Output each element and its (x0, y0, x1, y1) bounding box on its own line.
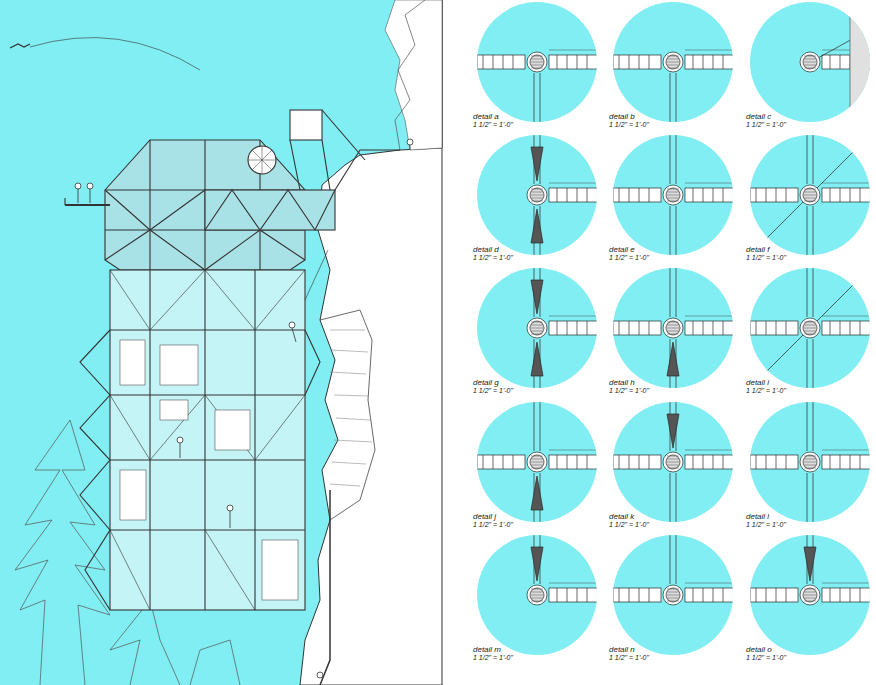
drawing-scale: 1 1/2" = 1'-0" (609, 254, 649, 261)
drawing-scale: 1 1/2" = 1'-0" (473, 254, 513, 261)
detail-callout: detail e1 1/2" = 1'-0" (609, 133, 737, 269)
drawing-scale: 1 1/2" = 1'-0" (473, 654, 513, 661)
detail-name: detail o (746, 645, 772, 654)
detail-callout: detail a1 1/2" = 1'-0" (473, 0, 601, 136)
detail-callout: detail m1 1/2" = 1'-0" (473, 533, 601, 669)
detail-name: detail a (473, 112, 499, 121)
detail-callout: detail l1 1/2" = 1'-0" (746, 400, 874, 536)
drawing-scale: 1 1/2" = 1'-0" (473, 521, 513, 528)
detail-name: detail m (473, 645, 501, 654)
detail-name: detail i (746, 378, 769, 387)
drawing-scale: 1 1/2" = 1'-0" (746, 521, 786, 528)
detail-callout: detail g1 1/2" = 1'-0" (473, 266, 601, 402)
drawing-scale: 1 1/2" = 1'-0" (746, 254, 786, 261)
detail-name: detail n (609, 645, 635, 654)
drawing-scale: 1 1/2" = 1'-0" (746, 121, 786, 128)
detail-name: detail d (473, 245, 499, 254)
drawing-scale: 1 1/2" = 1'-0" (609, 521, 649, 528)
detail-callout: detail n1 1/2" = 1'-0" (609, 533, 737, 669)
detail-name: detail c (746, 112, 771, 121)
drawing-scale: 1 1/2" = 1'-0" (746, 387, 786, 394)
detail-callout: detail j1 1/2" = 1'-0" (473, 400, 601, 536)
detail-name: detail h (609, 378, 635, 387)
detail-callout: detail k1 1/2" = 1'-0" (609, 400, 737, 536)
detail-name: detail k (609, 512, 634, 521)
detail-callout: detail h1 1/2" = 1'-0" (609, 266, 737, 402)
detail-callout: detail d1 1/2" = 1'-0" (473, 133, 601, 269)
detail-name: detail f (746, 245, 770, 254)
drawing-scale: 1 1/2" = 1'-0" (609, 654, 649, 661)
detail-callout: detail o1 1/2" = 1'-0" (746, 533, 874, 669)
detail-name: detail e (609, 245, 635, 254)
detail-name: detail g (473, 378, 499, 387)
drawing-scale: 1 1/2" = 1'-0" (473, 121, 513, 128)
drawing-scale: 1 1/2" = 1'-0" (746, 654, 786, 661)
detail-callout: detail f1 1/2" = 1'-0" (746, 133, 874, 269)
detail-name: detail j (473, 512, 496, 521)
drawing-scale: 1 1/2" = 1'-0" (609, 121, 649, 128)
drawing-scale: 1 1/2" = 1'-0" (609, 387, 649, 394)
detail-callout: detail b1 1/2" = 1'-0" (609, 0, 737, 136)
drawing-scale: 1 1/2" = 1'-0" (473, 387, 513, 394)
detail-callout: detail c1 1/2" = 1'-0" (746, 0, 874, 136)
detail-callout: detail i1 1/2" = 1'-0" (746, 266, 874, 402)
detail-name: detail l (746, 512, 769, 521)
detail-name: detail b (609, 112, 635, 121)
